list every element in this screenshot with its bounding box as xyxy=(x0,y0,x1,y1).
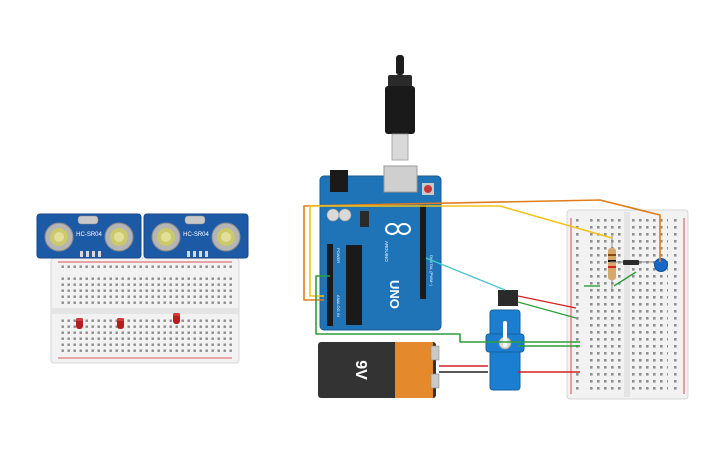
wire-green-bb-2[interactable] xyxy=(613,271,637,287)
arduino-uno[interactable]: ARDUINO UNO POWER ANALOG IN DIGITAL (PWM… xyxy=(319,165,442,331)
led-1[interactable] xyxy=(76,318,83,329)
wire-red-servo[interactable] xyxy=(517,295,577,309)
wires xyxy=(303,199,661,373)
arduino-power-label: POWER xyxy=(336,248,341,263)
led-3[interactable] xyxy=(173,313,180,324)
piezo-buzzer[interactable] xyxy=(654,258,668,272)
usb-cable[interactable] xyxy=(385,55,415,161)
arduino-logo-icon xyxy=(385,223,411,235)
wire-orange[interactable] xyxy=(303,199,661,301)
servo-motor[interactable] xyxy=(485,290,525,391)
ultrasonic-sensor-1[interactable]: HC-SR04 xyxy=(36,213,142,259)
battery-label: 9V xyxy=(352,360,369,380)
ultrasonic-sensor-2[interactable]: HC-SR04 xyxy=(143,213,249,259)
arduino-brand: UNO xyxy=(387,280,402,309)
diode[interactable] xyxy=(610,260,654,265)
wire-yellow[interactable] xyxy=(309,205,613,297)
sensor-2-label: HC-SR04 xyxy=(183,232,209,238)
led-2[interactable] xyxy=(117,318,124,329)
arduino-analog-label: ANALOG IN xyxy=(336,295,341,317)
wire-cyan[interactable] xyxy=(425,257,506,291)
arduino-logo-text: ARDUINO xyxy=(384,241,389,262)
arduino-digital-label: DIGITAL (PWM~) xyxy=(429,255,434,287)
wire-green-servo[interactable] xyxy=(517,301,577,319)
sensor-1-label: HC-SR04 xyxy=(76,232,102,238)
right-breadboard[interactable] xyxy=(566,209,689,400)
wire-green-1[interactable] xyxy=(315,275,580,343)
battery-9v[interactable]: 9V xyxy=(318,342,440,398)
resistor[interactable] xyxy=(608,236,616,292)
left-breadboard[interactable] xyxy=(50,257,240,364)
